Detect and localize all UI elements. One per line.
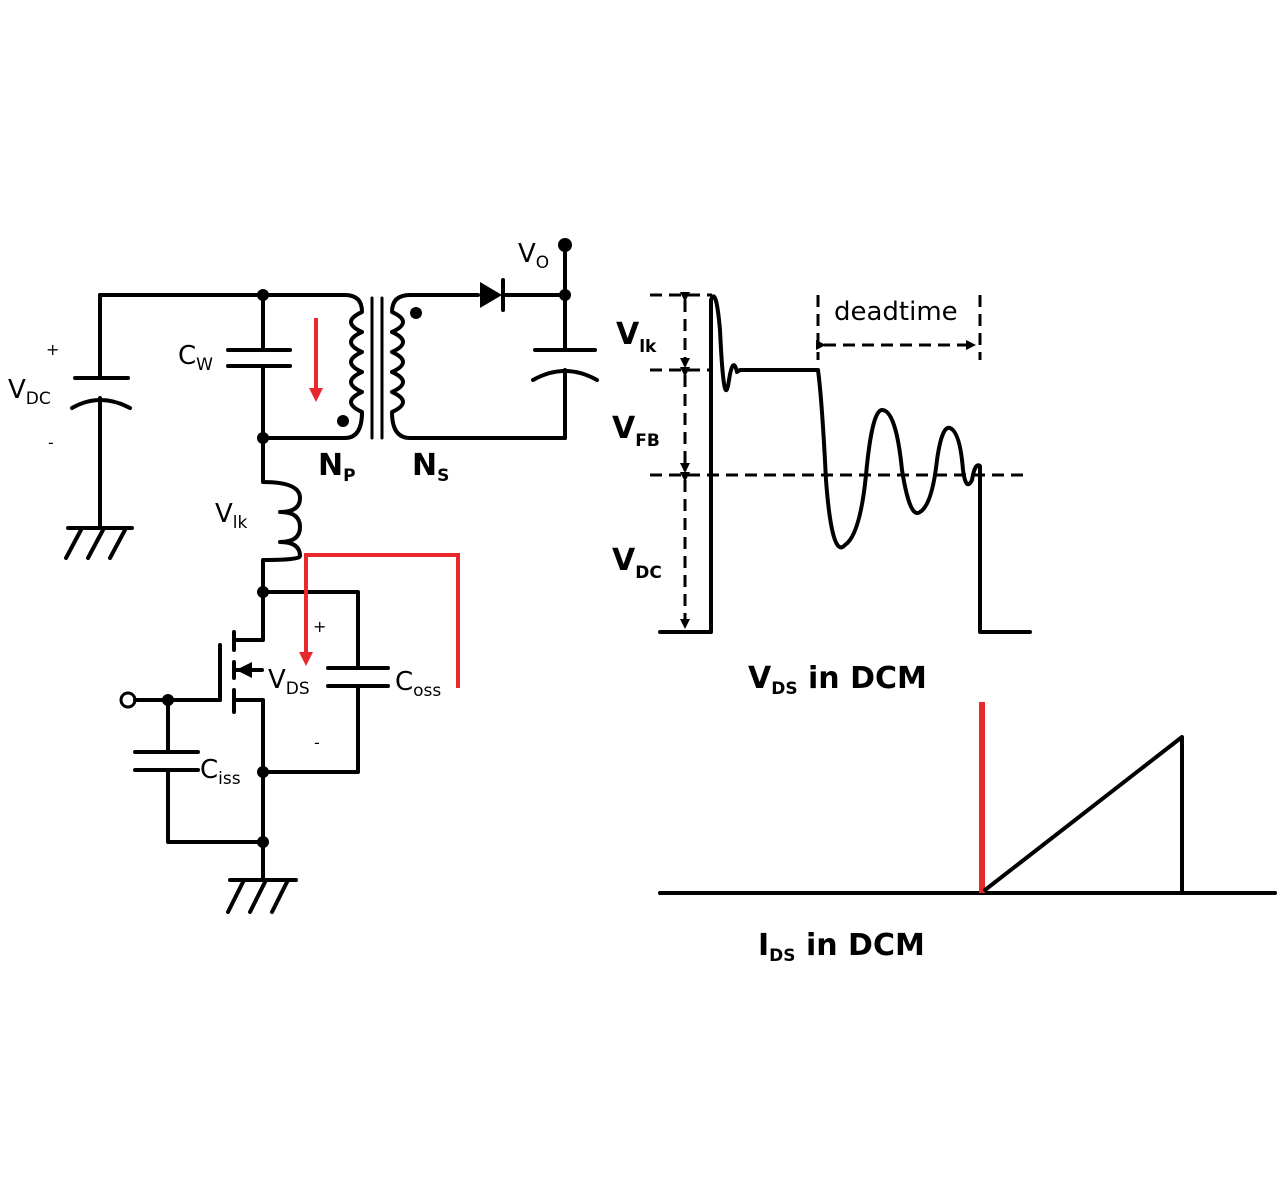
mosfet xyxy=(218,590,265,774)
vds-current-path xyxy=(299,553,460,688)
vds-waveform-plot: Vlk VFB VDC deadtime VDS in DCM xyxy=(612,292,1032,699)
main-ground-symbol xyxy=(226,878,298,914)
vds-plot-caption: VDS in DCM xyxy=(748,661,927,699)
transformer-core xyxy=(370,296,384,440)
ids-ramp xyxy=(983,735,1184,895)
output-diode xyxy=(480,278,505,312)
vdc-minus-sign: - xyxy=(48,433,54,452)
cw-label: CW xyxy=(178,341,213,375)
coss-label: Coss xyxy=(395,667,441,701)
ids-plot-caption: IDS in DCM xyxy=(758,928,925,966)
plot-vfb-label: VFB xyxy=(612,411,660,451)
leakage-inductor xyxy=(261,436,302,594)
primary-polarity-dot xyxy=(337,415,349,427)
circuit-schematic: + VDC - CW NP NS VO Vlk + VDS - Coss Cis… xyxy=(8,238,599,914)
primary-winding xyxy=(261,293,364,440)
vds-minus-sign: - xyxy=(314,733,320,752)
vds-plus-sign: + xyxy=(313,617,326,636)
junction-dots xyxy=(162,289,571,848)
vdc-plus-sign: + xyxy=(46,340,59,359)
gate-terminal xyxy=(119,691,137,709)
vlk-label: Vlk xyxy=(215,499,248,533)
vdc-label: VDC xyxy=(8,375,51,409)
input-capacitor xyxy=(70,293,132,530)
input-ground-symbol xyxy=(64,526,134,560)
vds-waveform xyxy=(658,294,1032,634)
vo-terminal xyxy=(558,238,572,252)
vds-label: VDS xyxy=(268,665,310,699)
ids-waveform-plot: IDS in DCM xyxy=(658,702,1277,966)
ciss-label: Ciss xyxy=(200,755,241,789)
coss-top-wire xyxy=(261,590,360,670)
cw-capacitor xyxy=(226,293,292,440)
deadtime-label: deadtime xyxy=(834,297,958,327)
plot-vdc-label: VDC xyxy=(612,543,662,583)
secondary-winding xyxy=(390,293,412,440)
plot-vlk-label: Vlk xyxy=(616,317,657,357)
np-label: NP xyxy=(318,448,356,486)
vo-label: VO xyxy=(518,239,549,273)
coss-capacitor xyxy=(261,666,390,774)
ns-label: NS xyxy=(412,448,449,486)
secondary-polarity-dot xyxy=(410,307,422,319)
ciss-capacitor xyxy=(133,698,265,844)
output-capacitor xyxy=(531,348,599,440)
